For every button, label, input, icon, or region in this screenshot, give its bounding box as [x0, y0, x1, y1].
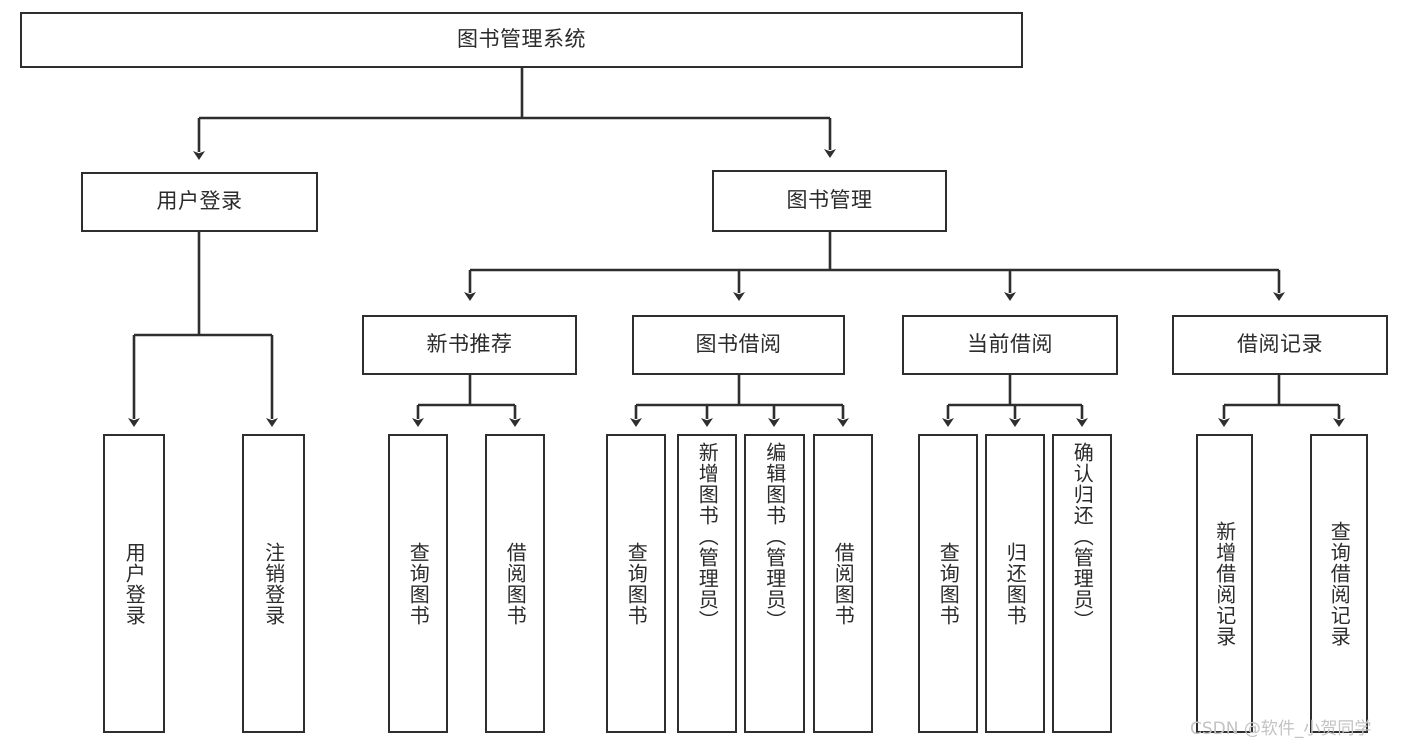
- leaf-add-book-admin[interactable]: 新增图书（管理员）: [677, 434, 737, 733]
- leaf-user-login[interactable]: 用户登录: [103, 434, 165, 733]
- edges-records-to-leaves: [1218, 375, 1345, 427]
- node-current-borrow-label: 当前借阅: [967, 332, 1053, 357]
- leaf-query-book-current-label: 查询图书: [936, 541, 961, 626]
- leaf-add-borrow-record-label: 新增借阅记录: [1212, 520, 1237, 647]
- node-user-login-label: 用户登录: [156, 189, 243, 214]
- leaf-user-login-label: 用户登录: [122, 541, 147, 626]
- leaf-query-book-current[interactable]: 查询图书: [918, 434, 978, 733]
- node-current-borrow[interactable]: 当前借阅: [902, 315, 1118, 375]
- edges-root-to-level2: [193, 68, 836, 160]
- node-book-management-label: 图书管理: [786, 188, 873, 213]
- edges-login-to-leaves: [128, 232, 278, 427]
- csdn-watermark: CSDN @软件_小贺同学: [1190, 719, 1372, 739]
- leaf-query-book-borrow-label: 查询图书: [624, 541, 649, 626]
- leaf-return-book-label: 归还图书: [1003, 541, 1028, 626]
- edges-borrow-to-leaves: [630, 375, 849, 427]
- node-user-login[interactable]: 用户登录: [81, 172, 318, 232]
- leaf-borrow-book-borrow[interactable]: 借阅图书: [813, 434, 873, 733]
- edges-newbook-to-leaves: [412, 375, 521, 427]
- leaf-logout-label: 注销登录: [261, 541, 286, 626]
- leaf-borrow-book-newbook-label: 借阅图书: [503, 541, 528, 626]
- node-book-management[interactable]: 图书管理: [712, 170, 947, 232]
- leaf-query-borrow-record[interactable]: 查询借阅记录: [1310, 434, 1368, 733]
- leaf-logout[interactable]: 注销登录: [242, 434, 305, 733]
- leaf-confirm-return-admin-label: 确认归还（管理员）: [1070, 442, 1095, 631]
- node-root-label: 图书管理系统: [457, 27, 586, 52]
- node-book-borrow-label: 图书借阅: [695, 332, 782, 357]
- node-borrow-records-label: 借阅记录: [1237, 332, 1323, 357]
- leaf-edit-book-admin[interactable]: 编辑图书（管理员）: [744, 434, 805, 733]
- leaf-borrow-book-borrow-label: 借阅图书: [831, 541, 856, 626]
- leaf-confirm-return-admin[interactable]: 确认归还（管理员）: [1052, 434, 1112, 733]
- leaf-add-book-admin-label: 新增图书（管理员）: [695, 442, 720, 631]
- node-borrow-records[interactable]: 借阅记录: [1172, 315, 1388, 375]
- node-root[interactable]: 图书管理系统: [20, 12, 1023, 68]
- leaf-query-book-newbook-label: 查询图书: [406, 541, 431, 626]
- node-new-book-recommend[interactable]: 新书推荐: [362, 315, 577, 375]
- leaf-query-borrow-record-label: 查询借阅记录: [1327, 520, 1352, 647]
- leaf-query-book-borrow[interactable]: 查询图书: [606, 434, 666, 733]
- edges-bookmgmt-to-level3: [464, 232, 1285, 301]
- leaf-return-book[interactable]: 归还图书: [985, 434, 1045, 733]
- leaf-edit-book-admin-label: 编辑图书（管理员）: [762, 442, 787, 631]
- node-new-book-recommend-label: 新书推荐: [426, 332, 513, 357]
- leaf-add-borrow-record[interactable]: 新增借阅记录: [1196, 434, 1253, 733]
- leaf-query-book-newbook[interactable]: 查询图书: [388, 434, 448, 733]
- leaf-borrow-book-newbook[interactable]: 借阅图书: [485, 434, 545, 733]
- edges-current-to-leaves: [942, 375, 1088, 427]
- node-book-borrow[interactable]: 图书借阅: [632, 315, 845, 375]
